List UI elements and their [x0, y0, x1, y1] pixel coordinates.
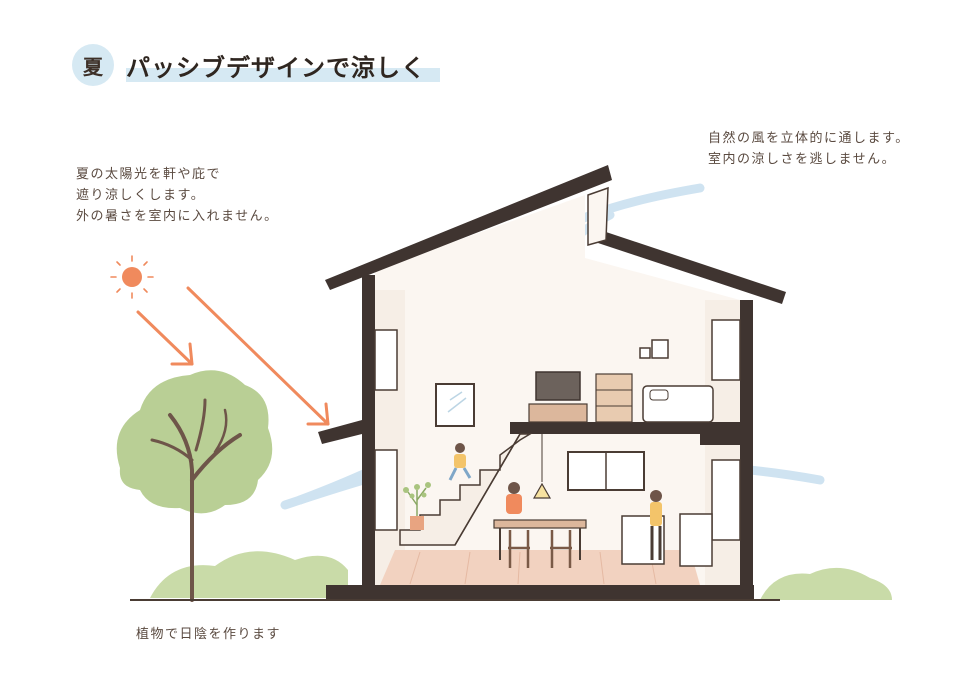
tree: [116, 370, 273, 602]
tree-note: 植物で日陰を作ります: [136, 627, 282, 642]
person-in-kitchen: [650, 490, 662, 560]
sunshade-note: 夏の太陽光を軒や庇で 遮り涼しくします。 外の暑さを室内に入れません。: [76, 164, 279, 227]
bushes: [150, 551, 892, 600]
person-on-stairs: [448, 443, 472, 481]
person-at-table: [506, 482, 522, 514]
title-highlight: [126, 68, 440, 82]
sunshade-note-line: 遮り涼しくします。: [76, 188, 206, 203]
title-block: パッシブデザインで涼しく: [126, 48, 440, 83]
sun-icon: [110, 255, 154, 299]
season-badge: 夏: [72, 44, 114, 86]
house-cross-section: [318, 165, 786, 599]
ventilation-note: 自然の風を立体的に通します。 室内の涼しさを逃しません。: [708, 128, 910, 170]
sunshade-note-line: 夏の太陽光を軒や庇で: [76, 167, 222, 182]
page-title: パッシブデザインで涼しく: [126, 54, 426, 82]
sun-ray-arrow: [136, 286, 330, 426]
sunshade-note-line: 外の暑さを室内に入れません。: [76, 209, 279, 224]
ventilation-note-line: 自然の風を立体的に通します。: [708, 131, 910, 146]
ventilation-note-line: 室内の涼しさを逃しません。: [708, 152, 897, 167]
potted-plant: [403, 482, 431, 530]
